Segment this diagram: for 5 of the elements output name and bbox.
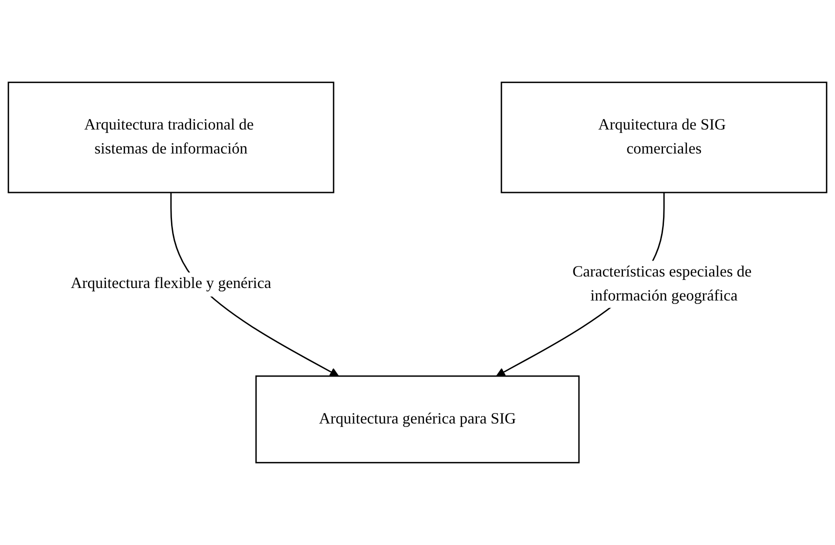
edge-label: Características especiales de información geográfica bbox=[572, 264, 752, 304]
node-box: Arquitectura genérica para SIG bbox=[255, 375, 580, 464]
node-box: Arquitectura de SIG comerciales bbox=[500, 82, 828, 194]
edge-label: Arquitectura flexible y genérica bbox=[70, 276, 272, 292]
node-box: Arquitectura tradicional de sistemas de información bbox=[8, 82, 334, 194]
